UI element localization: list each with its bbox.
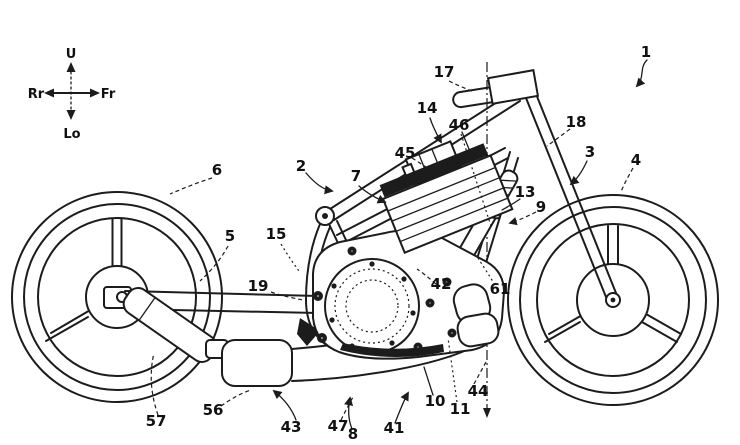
ref-label-14: 14 <box>417 99 438 117</box>
axis-down-arrow-icon <box>483 408 491 418</box>
rear-wheel <box>11 191 223 403</box>
compass-label-left: Rr <box>28 87 45 102</box>
swingarm-top-line <box>124 290 319 297</box>
cylinder-head-band <box>379 143 489 198</box>
steering-axis-line <box>483 62 491 418</box>
compass-down-arrow-icon <box>66 110 76 120</box>
leader-lines <box>150 59 648 430</box>
leader-7 <box>358 185 387 204</box>
fork-tube-line <box>521 87 609 303</box>
cover-lobe <box>456 312 500 348</box>
ref-label-10: 10 <box>425 392 446 410</box>
ref-label-8: 8 <box>348 425 358 443</box>
leader-8 <box>344 396 354 430</box>
compass-label-up: U <box>66 47 77 62</box>
leader-47 <box>340 396 354 421</box>
cylinder-fins <box>387 166 509 243</box>
cover-bolts <box>329 261 416 349</box>
leader-44 <box>473 361 487 385</box>
engine <box>311 140 514 360</box>
ref-label-61: 61 <box>490 280 511 298</box>
ref-label-19: 19 <box>248 277 269 295</box>
compass-up-arrow-icon <box>66 62 76 72</box>
shock-collar-line <box>138 296 156 322</box>
direction-compass: U Lo Rr Fr <box>28 47 116 142</box>
leader-3 <box>569 160 588 186</box>
front-spokes <box>544 225 682 343</box>
leader-6 <box>169 177 213 195</box>
leader-57 <box>150 352 159 416</box>
leader-11 <box>447 337 458 403</box>
ref-label-6: 6 <box>212 161 222 179</box>
rear-cover-lower <box>456 312 500 348</box>
leader-13 <box>501 198 521 211</box>
compass-left-arrow-icon <box>44 88 54 98</box>
clutch-cover-dashed-ring <box>334 268 410 344</box>
compass-label-down: Lo <box>63 127 80 142</box>
leader-46 <box>460 133 492 227</box>
leader-17 <box>448 80 475 93</box>
leader-41 <box>394 391 409 424</box>
leader-10 <box>423 366 434 396</box>
ref-label-47: 47 <box>328 417 349 435</box>
rear-drivetrain <box>122 287 496 387</box>
leader-5 <box>199 245 229 282</box>
front-end <box>452 69 621 308</box>
ref-label-9: 9 <box>536 198 546 216</box>
ref-label-42: 42 <box>431 275 452 293</box>
leader-18 <box>546 128 571 147</box>
leader-1 <box>635 59 648 88</box>
top-bridge-block <box>486 69 540 105</box>
leader-2 <box>305 172 334 195</box>
ref-label-41: 41 <box>384 419 405 437</box>
leader-4 <box>620 167 634 193</box>
ref-label-7: 7 <box>351 167 361 185</box>
ref-label-1: 1 <box>641 43 651 61</box>
ref-label-56: 56 <box>203 401 224 419</box>
leader-43 <box>272 389 297 421</box>
compass-label-right: Fr <box>101 87 116 102</box>
engine-bolts <box>313 246 457 352</box>
front-axle-bolt <box>610 297 616 303</box>
cylinder-block <box>381 154 514 254</box>
ref-label-57: 57 <box>146 412 167 430</box>
ref-label-15: 15 <box>266 225 287 243</box>
cylinder-assembly <box>379 140 514 254</box>
fork-tube-line <box>531 83 619 299</box>
ref-label-43: 43 <box>281 418 302 436</box>
leader-61 <box>477 257 496 286</box>
compass-right-arrow-icon <box>90 88 100 98</box>
ref-label-17: 17 <box>434 63 455 81</box>
top-bridge <box>486 69 540 105</box>
ref-label-46: 46 <box>449 116 470 134</box>
engine-bottom-band <box>340 343 444 358</box>
ref-label-5: 5 <box>225 227 235 245</box>
leader-15 <box>280 243 300 272</box>
frame-pivot-bolt <box>322 213 328 219</box>
leader-45 <box>411 157 430 170</box>
ref-label-2: 2 <box>296 157 306 175</box>
footpeg-bracket <box>297 318 320 346</box>
ref-label-13: 13 <box>515 183 536 201</box>
ref-label-4: 4 <box>631 151 641 169</box>
ref-label-18: 18 <box>566 113 587 131</box>
leader-9 <box>508 211 537 226</box>
leader-56 <box>220 389 252 407</box>
leader-19 <box>270 291 304 301</box>
muffler <box>221 339 293 387</box>
ref-label-45: 45 <box>395 144 416 162</box>
ref-label-11: 11 <box>450 400 471 418</box>
clutch-cover <box>324 258 420 354</box>
ref-label-44: 44 <box>468 382 489 400</box>
leader-14 <box>429 117 442 144</box>
clutch-cover-dashed-ring <box>345 279 399 333</box>
leader-42 <box>416 268 437 285</box>
upper-spar-line <box>329 89 517 210</box>
ref-label-3: 3 <box>585 143 595 161</box>
